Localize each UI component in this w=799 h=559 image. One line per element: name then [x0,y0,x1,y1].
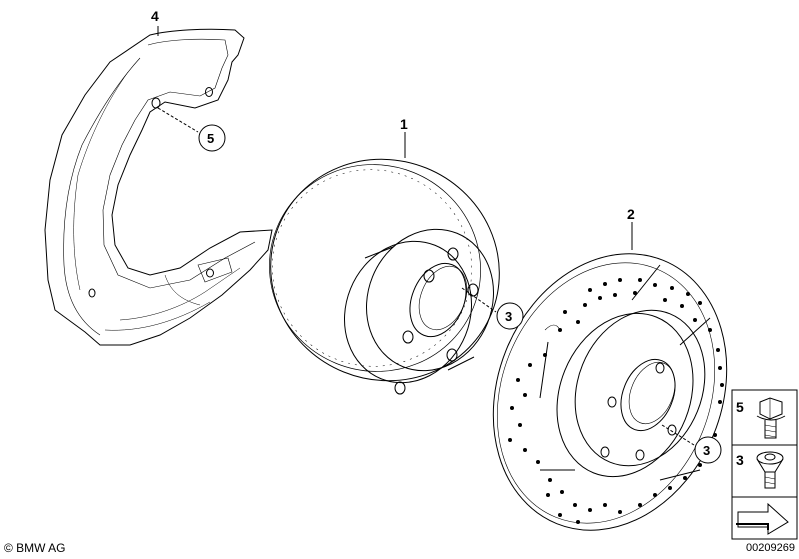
document-number: 00209269 [746,542,795,554]
callout-label-disc-screw-2: 3 [703,443,710,458]
part-label-splash-guard: 4 [151,8,159,24]
callout-label-disc-screw-1: 3 [505,309,512,324]
part-label-brake-disc: 1 [400,116,408,132]
brake-disc [269,158,500,395]
legend-box-arrow [731,496,798,540]
callout-circle-guard-screw [198,124,226,152]
splash-guard [44,28,273,346]
legend-label-item-b: 3 [736,452,744,468]
part-label-brake-disc-sport: 2 [627,206,635,222]
navigation-arrow-icon [736,502,789,535]
legend-label-item-a: 5 [736,399,744,415]
copyright-notice: © BMW AG [4,541,66,555]
brake-disc-sport [492,253,728,531]
countersunk-screw-icon [756,451,784,489]
callout-label-guard-screw: 5 [207,131,214,146]
callout-circle-disc-screw-2 [694,436,722,464]
hex-bolt-icon [756,397,786,439]
drill-holes [508,278,724,524]
callout-circle-disc-screw-1 [496,302,524,330]
